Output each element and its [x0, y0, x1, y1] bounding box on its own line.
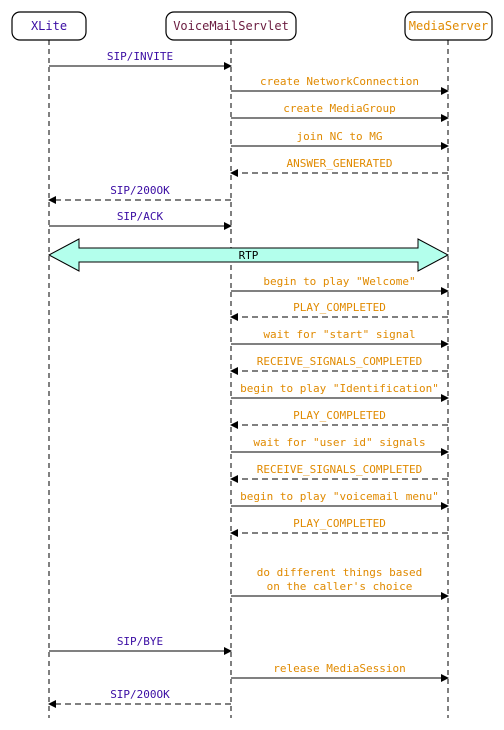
participant-xlite: XLite: [11, 11, 87, 41]
message-label: RTP: [239, 249, 259, 262]
message-8: RTP: [47, 238, 450, 272]
message-3: create MediaGroup: [231, 102, 449, 122]
rtp-block-arrow: [47, 238, 450, 272]
message-7: SIP/ACK: [49, 210, 232, 230]
message-label: SIP/200OK: [110, 184, 170, 197]
message-label: join NC to MG: [296, 130, 382, 143]
participant-label: XLite: [31, 19, 67, 33]
message-2: create NetworkConnection: [231, 75, 449, 95]
message-10: PLAY_COMPLETED: [230, 301, 448, 321]
message-15: wait for "user id" signals: [231, 436, 449, 456]
message-17: begin to play "voicemail menu": [231, 490, 449, 510]
message-22: SIP/200OK: [48, 688, 231, 708]
message-1: SIP/INVITE: [49, 50, 232, 70]
participant-label: VoiceMailServlet: [173, 19, 289, 33]
message-label: PLAY_COMPLETED: [293, 517, 386, 530]
message-label: PLAY_COMPLETED: [293, 409, 386, 422]
participant-media: MediaServer: [404, 11, 493, 41]
message-14: PLAY_COMPLETED: [230, 409, 448, 429]
message-label: begin to play "voicemail menu": [240, 490, 439, 503]
participant-servlet: VoiceMailServlet: [165, 11, 297, 41]
message-label: begin to play "Welcome": [263, 275, 415, 288]
message-12: RECEIVE_SIGNALS_COMPLETED: [230, 355, 448, 375]
participant-box: [165, 11, 297, 41]
message-label: SIP/INVITE: [107, 50, 173, 63]
message-label: SIP/ACK: [117, 210, 164, 223]
message-18: PLAY_COMPLETED: [230, 517, 448, 537]
message-11: wait for "start" signal: [231, 328, 449, 348]
message-6: SIP/200OK: [48, 184, 231, 204]
message-13: begin to play "Identification": [231, 382, 449, 402]
message-16: RECEIVE_SIGNALS_COMPLETED: [230, 463, 448, 483]
message-5: ANSWER_GENERATED: [230, 157, 448, 177]
message-label: create MediaGroup: [283, 102, 396, 115]
message-label: ANSWER_GENERATED: [287, 157, 393, 170]
message-label: release MediaSession: [273, 662, 405, 675]
message-label: create NetworkConnection: [260, 75, 419, 88]
message-label: RECEIVE_SIGNALS_COMPLETED: [257, 463, 423, 476]
message-label: SIP/BYE: [117, 635, 163, 648]
message-9: begin to play "Welcome": [231, 275, 449, 295]
message-4: join NC to MG: [231, 130, 449, 150]
message-20: SIP/BYE: [49, 635, 232, 655]
message-label: PLAY_COMPLETED: [293, 301, 386, 314]
message-label: wait for "start" signal: [263, 328, 415, 341]
message-label: RECEIVE_SIGNALS_COMPLETED: [257, 355, 423, 368]
participant-box: [404, 11, 493, 41]
message-label: begin to play "Identification": [240, 382, 439, 395]
message-label: wait for "user id" signals: [253, 436, 425, 449]
participant-label: MediaServer: [409, 19, 488, 33]
participant-box: [11, 11, 87, 41]
message-label: SIP/200OK: [110, 688, 170, 701]
message-21: release MediaSession: [231, 662, 449, 682]
